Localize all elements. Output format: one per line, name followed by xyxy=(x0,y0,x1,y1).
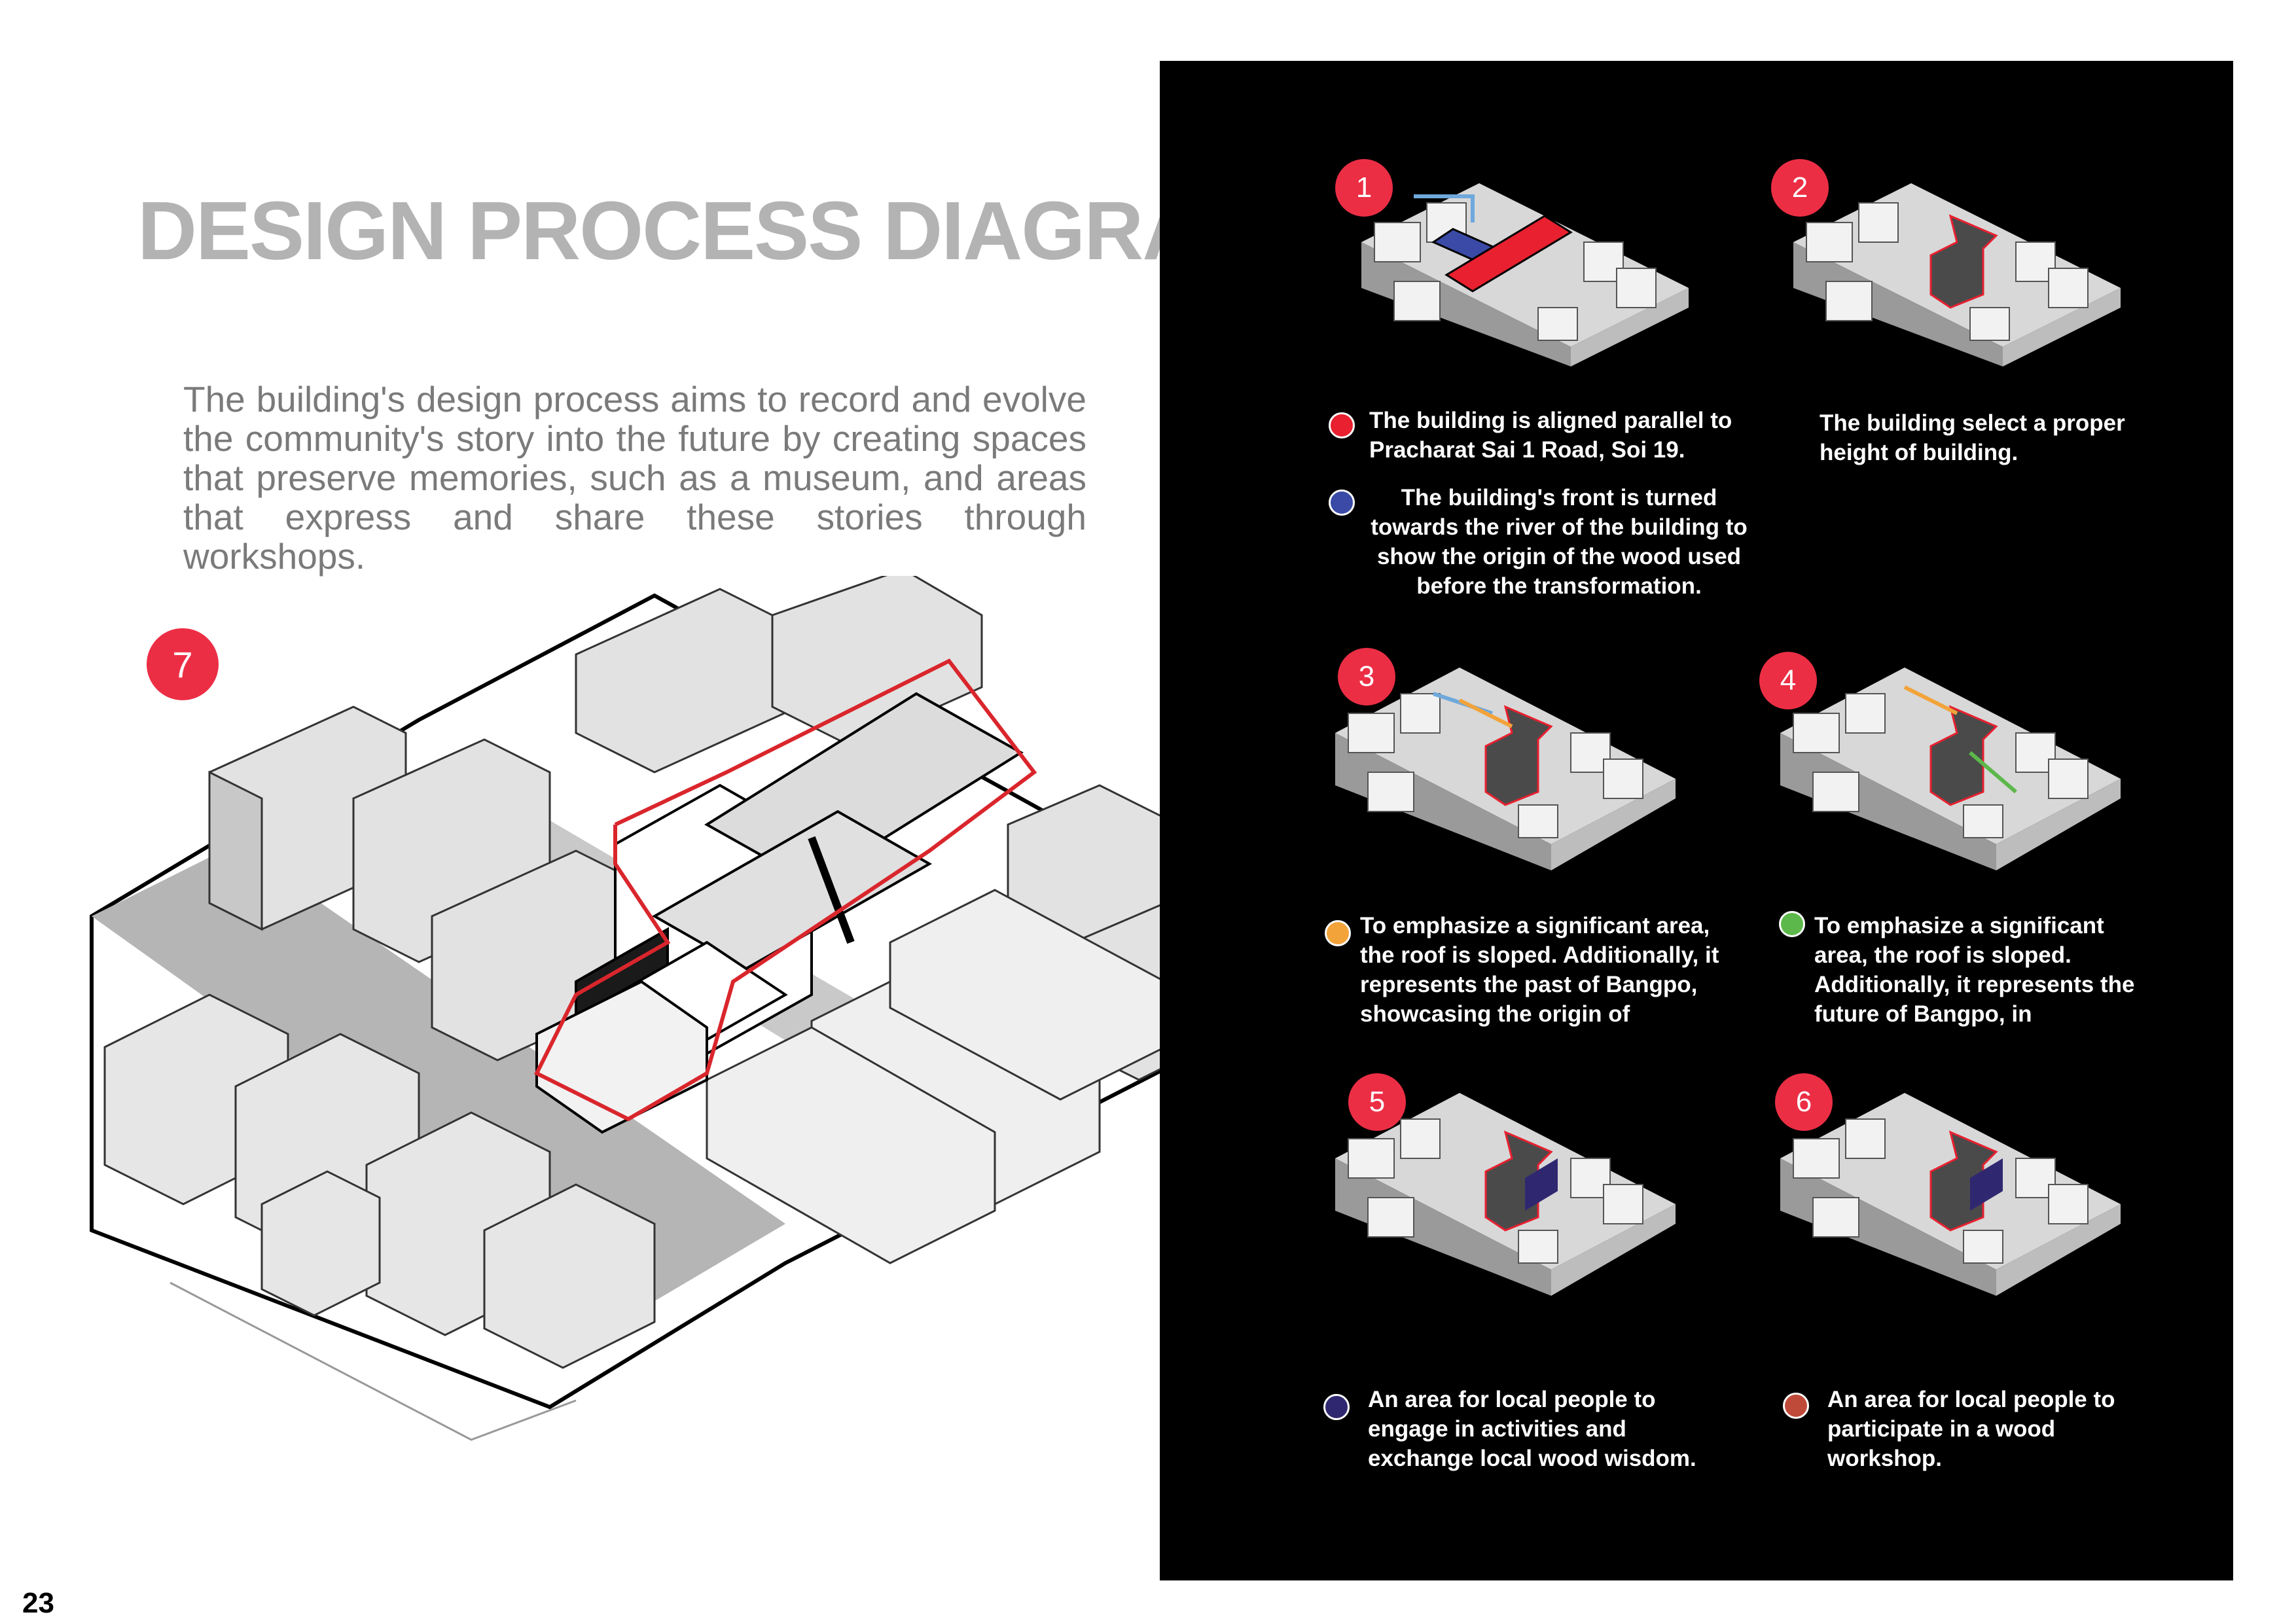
caption-5: An area for local people to engage in ac… xyxy=(1368,1387,1696,1471)
caption-1b: The building's front is turned towards t… xyxy=(1371,485,1748,599)
step-badge-2: 2 xyxy=(1771,159,1829,217)
intro-paragraph: The building's design process aims to re… xyxy=(183,379,1086,577)
main-isometric-drawing xyxy=(90,576,1322,1441)
legend-dot-green xyxy=(1779,911,1805,937)
step-badge-1: 1 xyxy=(1335,159,1393,217)
step-5-diagram xyxy=(1335,1093,1676,1296)
page-number: 23 xyxy=(22,1587,54,1619)
step-1-diagram xyxy=(1361,183,1689,366)
step-badge-3: 3 xyxy=(1338,648,1395,705)
step-badge-6: 6 xyxy=(1775,1073,1833,1131)
step-badge-4: 4 xyxy=(1759,652,1817,709)
caption-2: The building select a proper height of b… xyxy=(1820,410,2125,465)
legend-dot-brick xyxy=(1783,1393,1809,1419)
step-badge-5: 5 xyxy=(1348,1073,1406,1131)
step-6-diagram xyxy=(1780,1093,2121,1296)
step-2-diagram xyxy=(1793,183,2121,366)
caption-1a: The building is aligned parallel to Prac… xyxy=(1369,408,1732,463)
legend-dot-orange xyxy=(1325,920,1351,946)
legend-dot-blue xyxy=(1329,490,1355,516)
step-badge-7: 7 xyxy=(147,628,219,700)
step-3-diagram xyxy=(1335,668,1676,870)
caption-6: An area for local people to participate … xyxy=(1827,1387,2115,1471)
legend-dot-red xyxy=(1329,412,1355,438)
caption-3: To emphasize a significant area, the roo… xyxy=(1360,913,1719,1027)
legend-dot-purple xyxy=(1323,1394,1350,1420)
caption-4: To emphasize a significant area, the roo… xyxy=(1814,913,2135,1027)
step-4-diagram xyxy=(1780,668,2121,870)
page-title: DESIGN PROCESS DIAGRAM xyxy=(137,185,1269,277)
